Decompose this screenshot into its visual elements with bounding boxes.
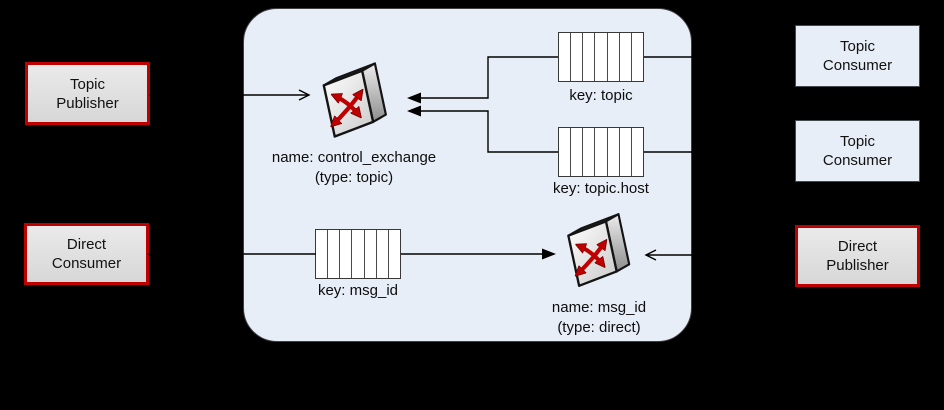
queue-msg-id-label: key: msg_id xyxy=(317,282,399,299)
queue-cell xyxy=(559,33,572,81)
solid-arrowhead-icon xyxy=(407,92,421,104)
topic-consumer-node-2: Topic Consumer xyxy=(795,120,920,182)
topic-exchange-icon xyxy=(324,63,386,136)
queue-topic-label: key: topic xyxy=(569,87,633,104)
node-label-line: Direct xyxy=(66,236,107,253)
node-label-line: Publisher xyxy=(826,257,889,274)
solid-arrowhead-icon xyxy=(407,105,421,117)
queue-cell xyxy=(377,230,389,278)
queue-cell xyxy=(571,128,584,176)
queue-cell xyxy=(608,33,620,81)
topic-consumer-node-1: Topic Consumer xyxy=(795,25,920,87)
queue-cell xyxy=(328,230,341,278)
queue-cell xyxy=(316,230,329,278)
queue-cell xyxy=(583,128,596,176)
queue-topic-host xyxy=(558,127,644,177)
exchange-type-text: (type: direct) xyxy=(557,319,641,336)
node-label-line: Direct xyxy=(837,238,878,255)
queue-cell xyxy=(595,128,608,176)
exchange-name-text: name: msg_id xyxy=(551,299,647,316)
queue-cell xyxy=(571,33,584,81)
control-exchange-label: name: control_exchange (type: topic) xyxy=(244,148,464,188)
topic-publisher-node: Topic Publisher xyxy=(25,62,150,125)
node-label-line: Consumer xyxy=(822,57,893,74)
arrow-queue-msg-id-to-direct-consumer xyxy=(147,248,316,260)
arrow-topic-publisher-to-exchange xyxy=(149,89,311,101)
node-label-line: Topic xyxy=(839,133,876,150)
arrow-direct-publisher-to-exchange xyxy=(644,249,793,261)
queue-topic-host-label: key: topic.host xyxy=(553,180,649,197)
queue-topic xyxy=(558,32,644,82)
solid-arrowhead-icon xyxy=(147,248,161,260)
node-label-line: Topic xyxy=(839,38,876,55)
arrow-queue-topic-host-to-exchange xyxy=(407,105,558,153)
queue-cell xyxy=(620,33,632,81)
queue-cell xyxy=(352,230,365,278)
direct-publisher-node: Direct Publisher xyxy=(795,225,920,287)
direct-consumer-node: Direct Consumer xyxy=(24,223,149,285)
open-arrowhead-icon xyxy=(298,89,311,101)
queue-cell xyxy=(365,230,377,278)
solid-arrowhead-icon xyxy=(542,248,556,260)
node-label-line: Topic xyxy=(69,75,106,93)
exchange-name-text: name: control_exchange xyxy=(271,149,437,166)
node-label-line: Consumer xyxy=(51,255,122,272)
node-label-line: Consumer xyxy=(822,152,893,169)
queue-cell xyxy=(340,230,353,278)
queue-cell xyxy=(583,33,596,81)
open-arrowhead-icon xyxy=(644,249,657,261)
arrow-queue-msg-id-to-direct-exchange xyxy=(401,248,556,260)
node-label-line: Publisher xyxy=(56,94,119,112)
direct-exchange-label: name: msg_id (type: direct) xyxy=(489,298,709,338)
queue-cell xyxy=(559,128,572,176)
direct-exchange-icon xyxy=(568,214,629,286)
exchange-type-text: (type: topic) xyxy=(314,169,394,186)
queue-cell xyxy=(595,33,608,81)
queue-cell xyxy=(620,128,632,176)
arrow-queue-topic-to-exchange xyxy=(407,56,558,104)
queue-cell xyxy=(608,128,620,176)
